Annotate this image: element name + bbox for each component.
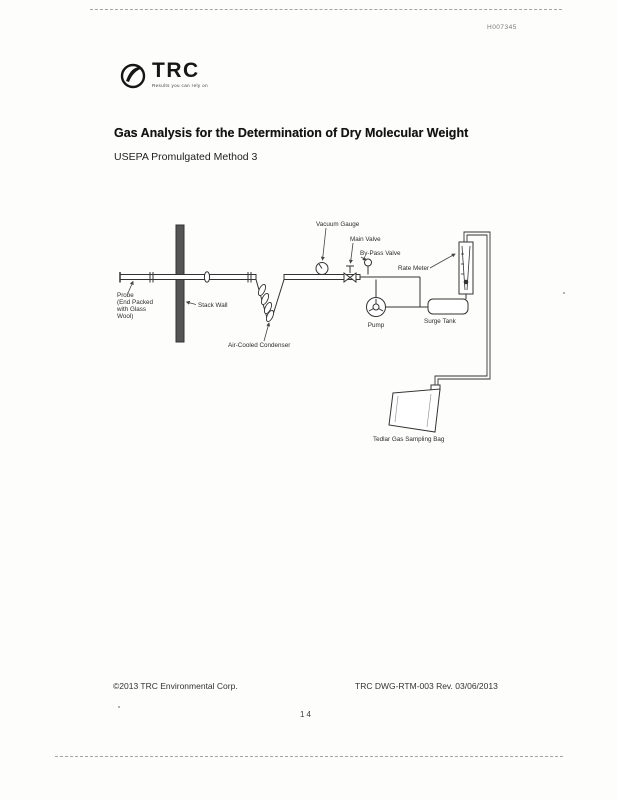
trc-logo-icon (120, 63, 146, 89)
page-title: Gas Analysis for the Determination of Dr… (114, 126, 469, 140)
bypass-valve-symbol (364, 258, 372, 275)
label-rate-meter: Rate Meter (398, 265, 429, 272)
label-leaders (127, 227, 456, 342)
vacuum-gauge-symbol (315, 262, 329, 275)
label-probe-line4: Wool) (117, 313, 133, 320)
scan-artifact-bottom (55, 756, 563, 757)
pump-symbol (366, 279, 428, 317)
label-probe-line2: (End Packed (117, 299, 154, 306)
scan-artifact-top (90, 9, 562, 10)
label-stack-wall: Stack Wall (198, 302, 228, 309)
scan-speck (563, 292, 565, 294)
scan-speck (118, 706, 120, 708)
stack-wall (175, 224, 185, 343)
label-probe-line3: with Glass (116, 306, 146, 313)
tubing-to-bag (434, 231, 491, 389)
page-number: 14 (300, 710, 313, 719)
sampling-bag-symbol (388, 384, 441, 433)
surge-tank-symbol (427, 294, 469, 315)
main-valve-symbol (343, 265, 357, 283)
label-main-valve: Main Valve (350, 236, 381, 243)
label-vacuum-gauge: Vacuum Gauge (316, 221, 360, 228)
sampling-train-diagram: Vacuum Gauge Main Valve By-Pass Valve Ra… (116, 221, 491, 443)
page-subtitle: USEPA Promulgated Method 3 (114, 151, 258, 163)
footer-copyright: ©2013 TRC Environmental Corp. (113, 681, 238, 691)
rate-meter-symbol (458, 241, 474, 295)
label-condenser: Air-Cooled Condenser (228, 342, 290, 349)
logo-name: TRC (152, 59, 200, 82)
footer-drawing-number: TRC DWG-RTM-003 Rev. 03/06/2013 (355, 681, 498, 691)
condenser-coil (255, 279, 285, 323)
trc-logo-text: TRC Results you can rely on (152, 60, 208, 88)
label-surge-tank: Surge Tank (424, 318, 457, 325)
label-tedlar-bag: Tedlar Gas Sampling Bag (373, 436, 445, 443)
label-probe-line1: Probe (117, 292, 134, 299)
label-bypass-valve: By-Pass Valve (360, 250, 401, 257)
document-id: H007345 (487, 24, 517, 31)
trc-logo: TRC Results you can rely on (118, 60, 208, 90)
probe-pipe (119, 271, 257, 283)
logo-tagline: Results you can rely on (152, 83, 208, 88)
label-pump: Pump (368, 322, 385, 329)
